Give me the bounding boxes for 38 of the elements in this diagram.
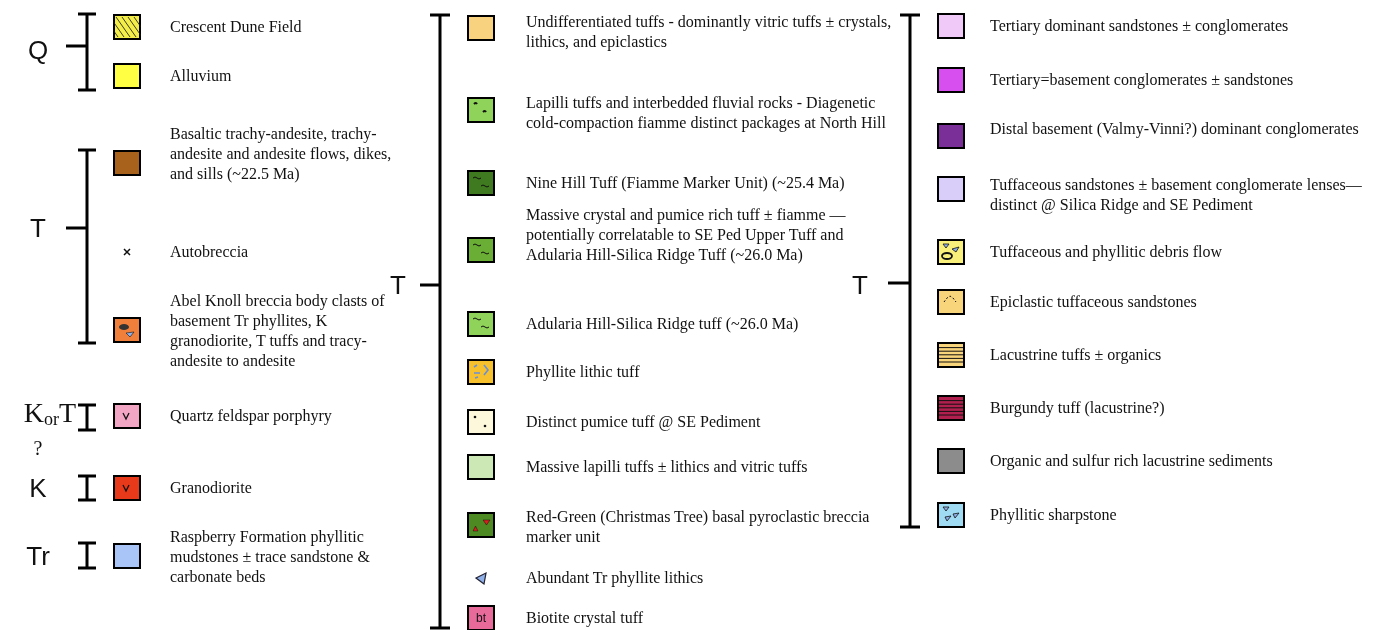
- legend-text: Raspberry Formation phyllitic mudstones ± trace sandstone & carbonate beds: [170, 527, 371, 587]
- legend-text: Distal basement (Valmy-Vinni?) dominant conglomerates: [990, 119, 1360, 139]
- legend-text: Tertiary dominant sandstones ± conglomerates: [990, 16, 1290, 36]
- legend-text: Distinct pumice tuff @ SE Pediment: [526, 412, 762, 432]
- legend-text: Lacustrine tuffs ± organics: [990, 345, 1163, 365]
- unit-symbol: bt: [476, 611, 486, 625]
- age-label: ?: [33, 436, 43, 461]
- legend-text: Undifferentiated tuffs - dominantly vitric tuffs ± crystals, lithics, and epiclastics: [526, 12, 893, 52]
- age-label: T: [390, 271, 406, 299]
- legend-text: Red-Green (Christmas Tree) basal pyroclastic breccia marker unit: [526, 507, 871, 547]
- legend-text: Phyllitic sharpstone: [990, 505, 1118, 525]
- legend-text: Massive crystal and pumice rich tuff ± fiamme — potentially correlatable to SE Ped Upper Tuff and Adularia Hill-Silica Ridge Tuff (~26.0 Ma): [526, 205, 847, 265]
- legend-text: Abundant Tr phyllite lithics: [526, 568, 705, 588]
- legend-text: Phyllite lithic tuff: [526, 362, 641, 382]
- legend-text: Crescent Dune Field: [170, 17, 303, 37]
- legend-text: Autobreccia: [170, 242, 250, 262]
- legend-text: Massive lapilli tuffs ± lithics and vitric tuffs: [526, 457, 809, 477]
- legend-text: Alluvium: [170, 66, 233, 86]
- legend-text: Granodiorite: [170, 478, 253, 498]
- legend-text: Organic and sulfur rich lacustrine sediments: [990, 451, 1274, 471]
- legend-text: Quartz feldspar porphyry: [170, 406, 333, 426]
- age-label: Tr: [26, 542, 50, 570]
- age-label: T: [852, 271, 868, 299]
- age-label: K$_{or}$T: [23, 399, 77, 431]
- legend-text: Tuffaceous and phyllitic debris flow: [990, 242, 1223, 262]
- age-label: Q: [27, 36, 49, 64]
- legend-text: Lapilli tuffs and interbedded fluvial rocks - Diagenetic cold-compaction fiamme distinct packages at North Hill: [526, 93, 887, 133]
- legend-text: Tertiary=basement conglomerates ± sandstones: [990, 70, 1295, 90]
- legend-text: Basaltic trachy-andesite, trachy-andesite and andesite flows, dikes, and sills (~22.5 Ma): [170, 124, 393, 184]
- legend-text: Abel Knoll breccia body clasts of basement Tr phyllites, K granodiorite, T tuffs and tracy-andesite to andesite: [170, 291, 386, 371]
- age-label: K: [29, 474, 47, 502]
- legend-text: Adularia Hill-Silica Ridge tuff (~26.0 Ma): [526, 314, 800, 334]
- legend-text: Epiclastic tuffaceous sandstones: [990, 292, 1198, 312]
- legend-text: Burgundy tuff (lacustrine?): [990, 398, 1166, 418]
- age-label: T: [30, 214, 46, 242]
- legend-text: Nine Hill Tuff (Fiamme Marker Unit) (~25.4 Ma): [526, 173, 846, 193]
- legend-text: Biotite crystal tuff: [526, 608, 644, 628]
- legend-text: Tuffaceous sandstones ± basement conglomerate lenses—distinct @ Silica Ridge and SE Pediment: [990, 175, 1363, 215]
